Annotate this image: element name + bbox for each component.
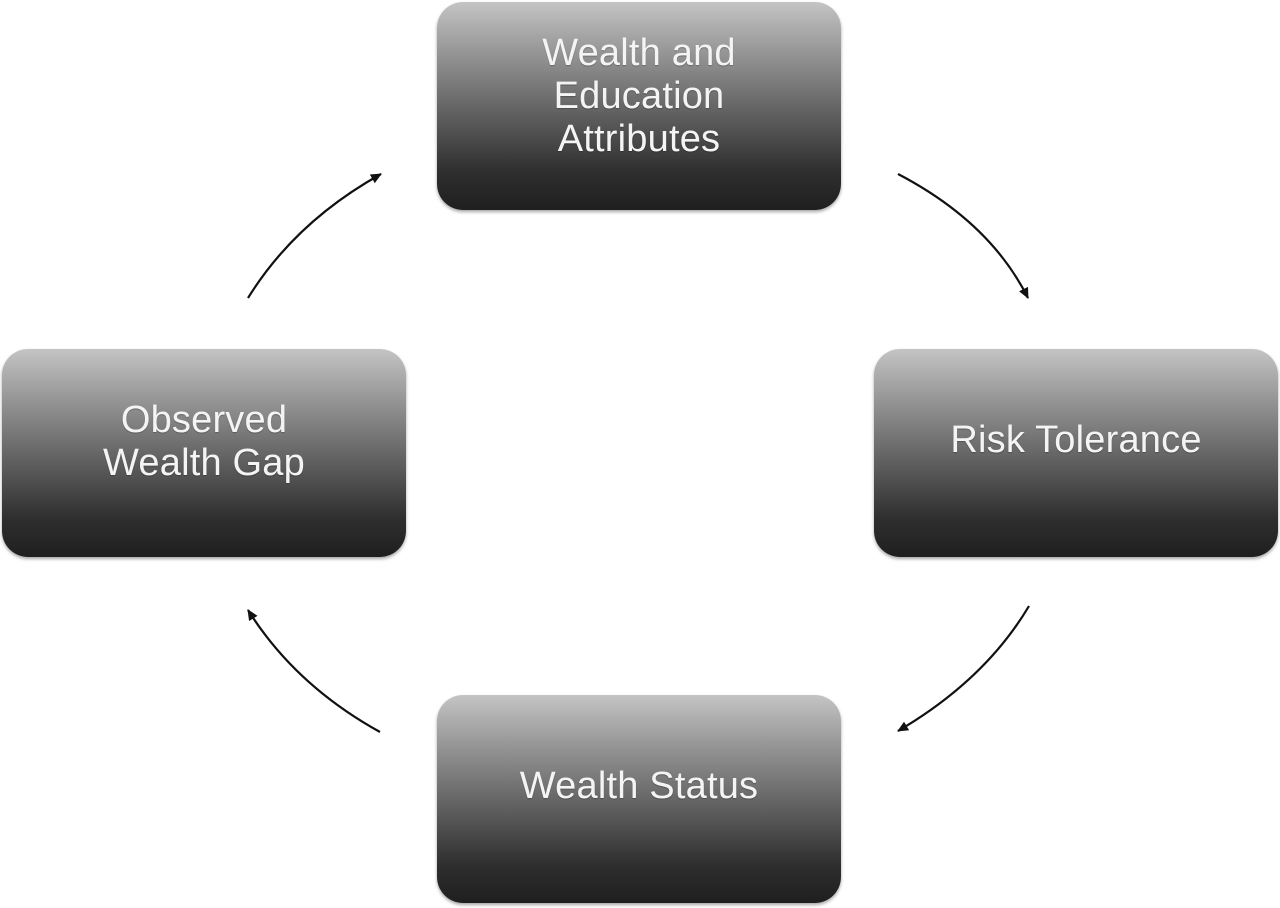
node-wealth-education-attributes: Wealth and Education Attributes (437, 2, 841, 210)
node-label: Observed Wealth Gap (103, 399, 305, 484)
node-label: Wealth and Education Attributes (542, 32, 736, 160)
arrow-wealth-gap-to-attributes (247, 173, 382, 299)
arrow-attributes-to-risk-tolerance (897, 173, 1029, 299)
node-observed-wealth-gap: Observed Wealth Gap (2, 349, 406, 557)
node-label: Risk Tolerance (950, 419, 1202, 461)
arrow-risk-tolerance-to-wealth-status (897, 605, 1030, 732)
node-risk-tolerance: Risk Tolerance (874, 349, 1278, 557)
node-wealth-status: Wealth Status (437, 695, 841, 903)
arrow-wealth-status-to-wealth-gap (247, 609, 381, 733)
node-label: Wealth Status (519, 765, 759, 807)
